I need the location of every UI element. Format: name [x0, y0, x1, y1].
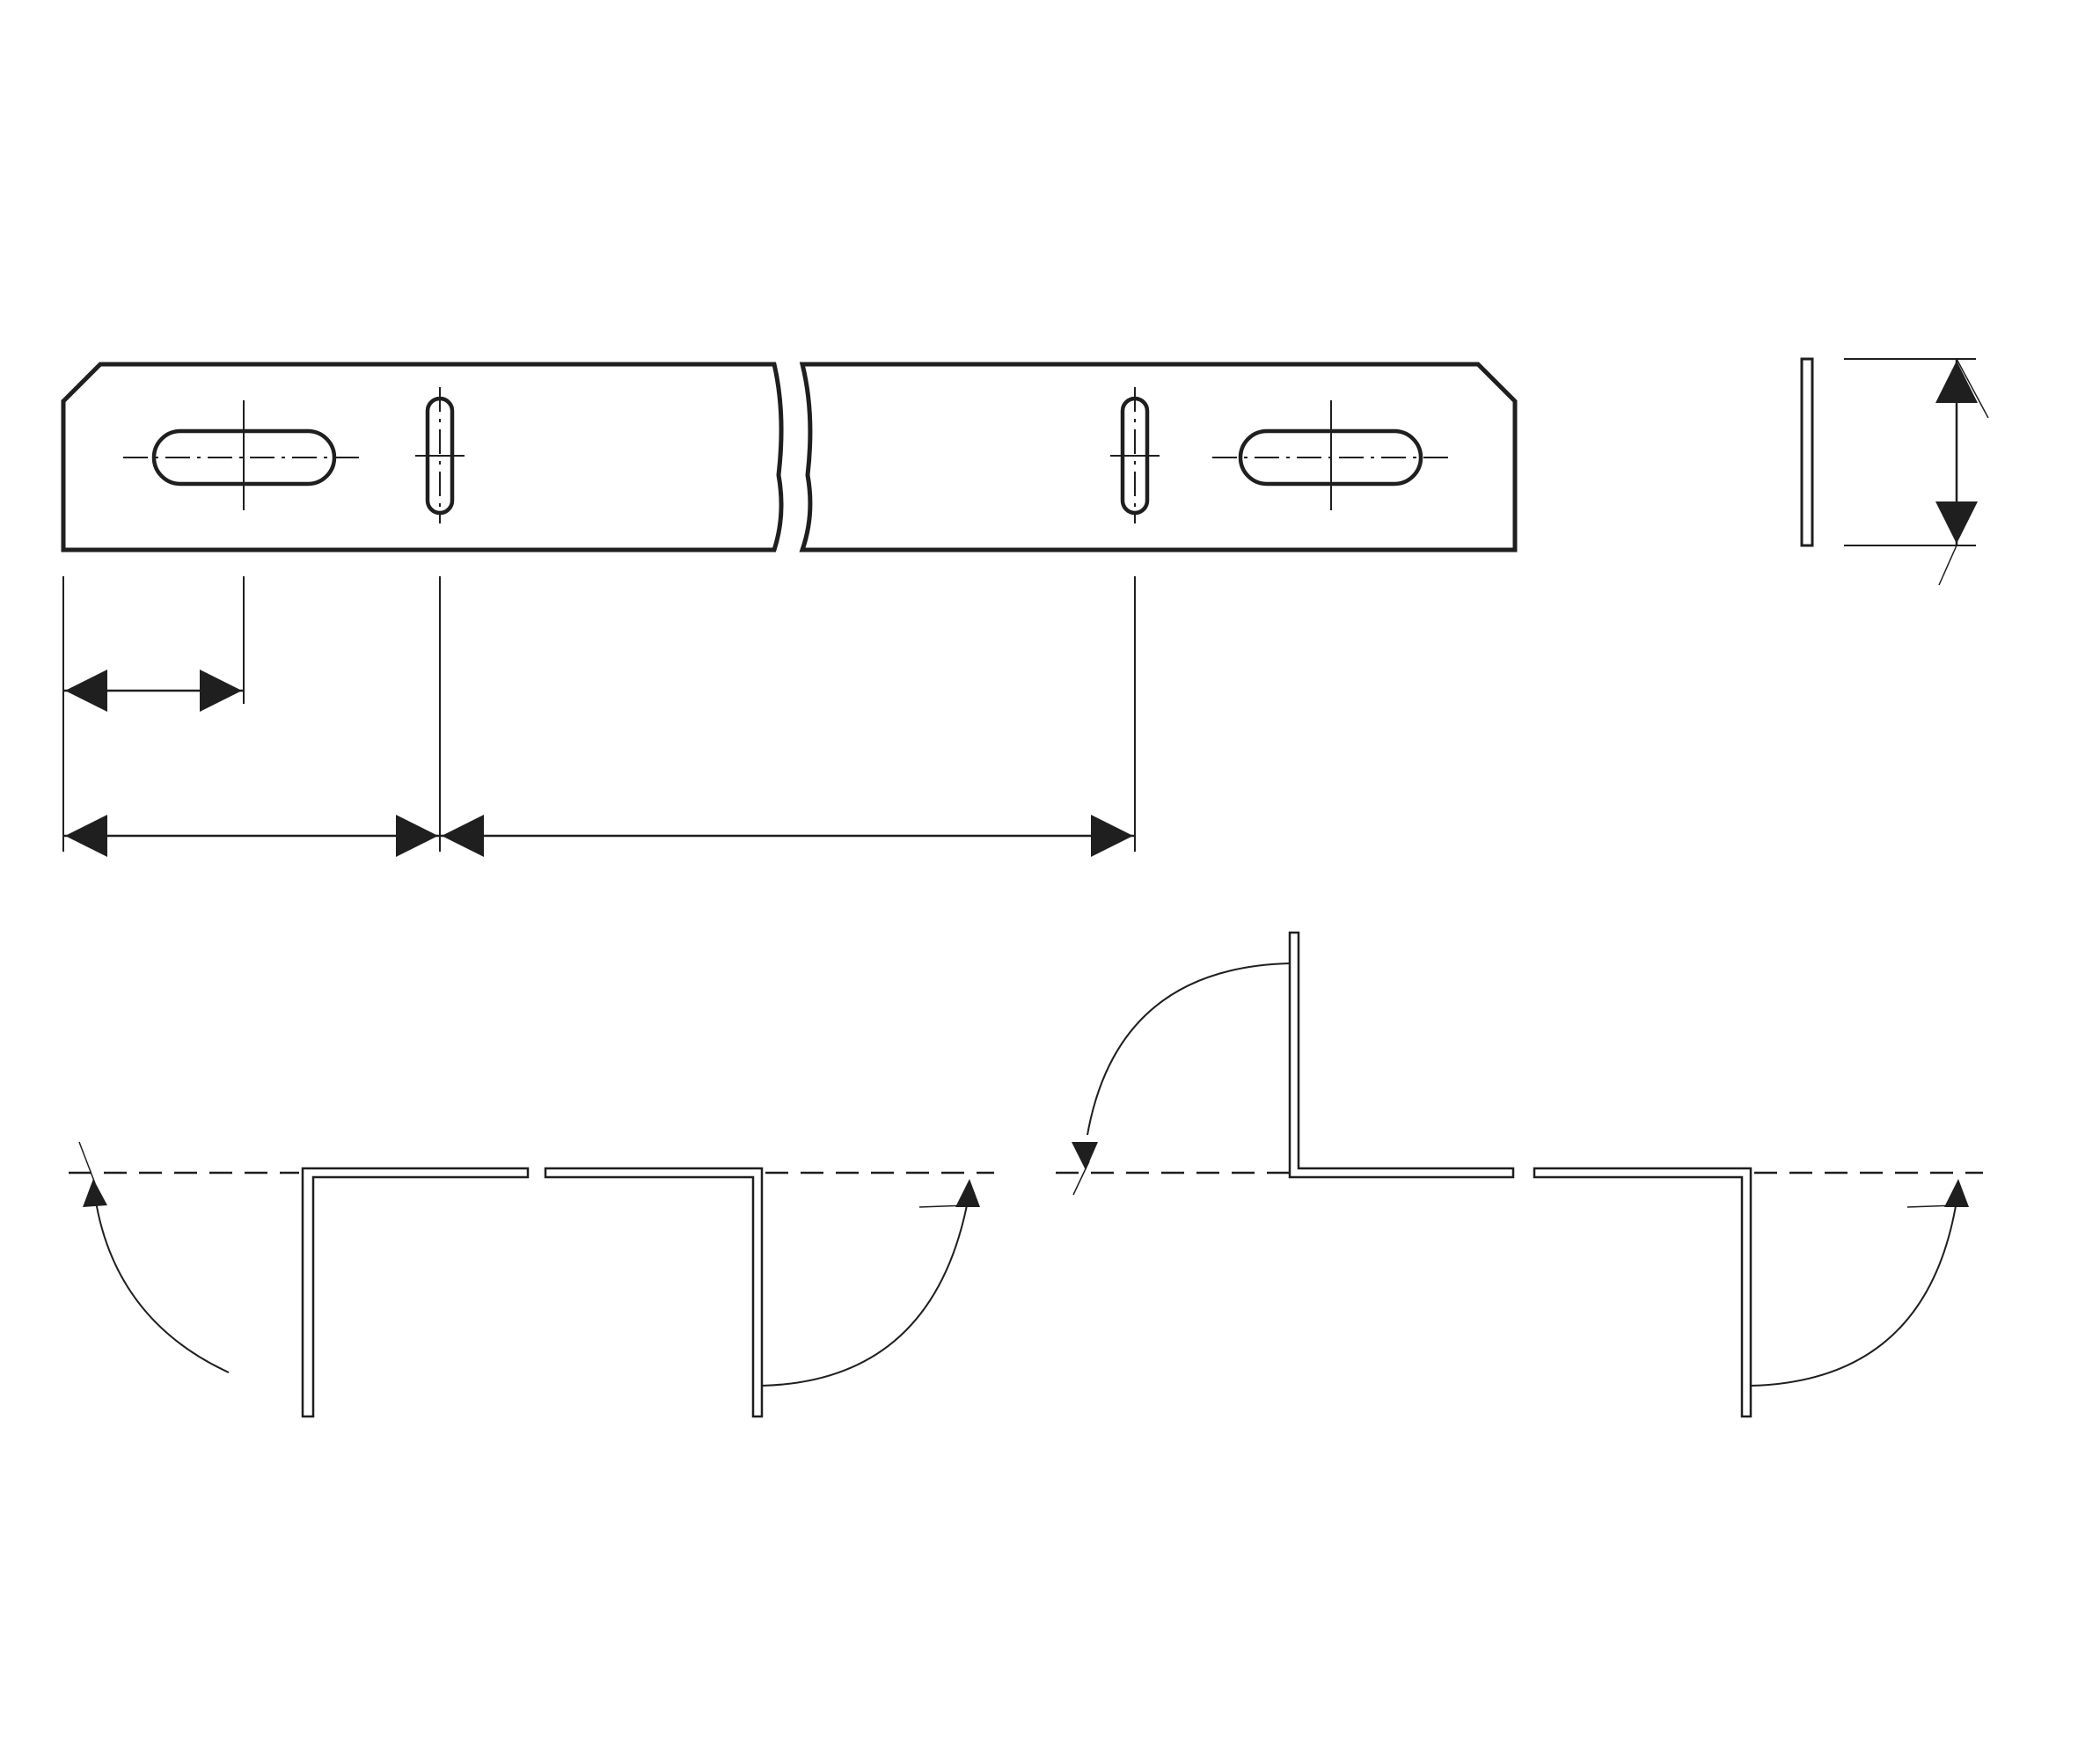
arrow-right-3: [1091, 815, 1133, 857]
arrow-right-1: [200, 670, 242, 712]
side-view: [1800, 357, 1989, 586]
arrow-left-3: [442, 815, 484, 857]
bend-profile-4: [1533, 1167, 1752, 1418]
bend-profile-3: [1288, 931, 1515, 1179]
bend-arc-1: [94, 1196, 230, 1373]
strip-plate-left-segment: [61, 362, 784, 553]
bend-leader-2: [918, 1204, 969, 1208]
plate-right-outline: [799, 362, 1518, 553]
strip-plate-right-segment: [799, 362, 1518, 553]
side-view-strip: [1800, 357, 1814, 547]
bend-arc-4: [1750, 1200, 1957, 1387]
bend-arc-2: [761, 1200, 969, 1387]
bend-arrow-3: [1072, 1142, 1098, 1170]
bend-arrow-2: [955, 1179, 980, 1207]
arrow-up-side: [1935, 361, 1978, 403]
plate-left-outline: [61, 362, 784, 553]
arrow-left-2: [65, 815, 107, 857]
bend-arc-3: [1087, 963, 1291, 1136]
bend-profile-1: [301, 1167, 530, 1418]
bend-leader-3: [1072, 1160, 1090, 1196]
bend-profile-2: [544, 1167, 764, 1418]
arrow-left-1: [65, 670, 107, 712]
bend-arrow-4: [1944, 1179, 1969, 1207]
bend-leader-4: [1906, 1204, 1957, 1208]
side-leader-top: [1956, 358, 1989, 419]
dimension-lines: [62, 576, 1136, 857]
arrow-right-2: [396, 815, 438, 857]
bend-view-4: [1533, 1167, 1983, 1418]
arrow-down-side: [1935, 501, 1978, 544]
bend-arrow-1: [83, 1179, 107, 1207]
bend-view-2: [544, 1167, 994, 1418]
bend-view-1: [69, 1141, 530, 1418]
bend-view-3: [1056, 931, 1515, 1196]
side-leader-bottom: [1938, 545, 1957, 586]
bend-leader-1: [78, 1141, 96, 1184]
